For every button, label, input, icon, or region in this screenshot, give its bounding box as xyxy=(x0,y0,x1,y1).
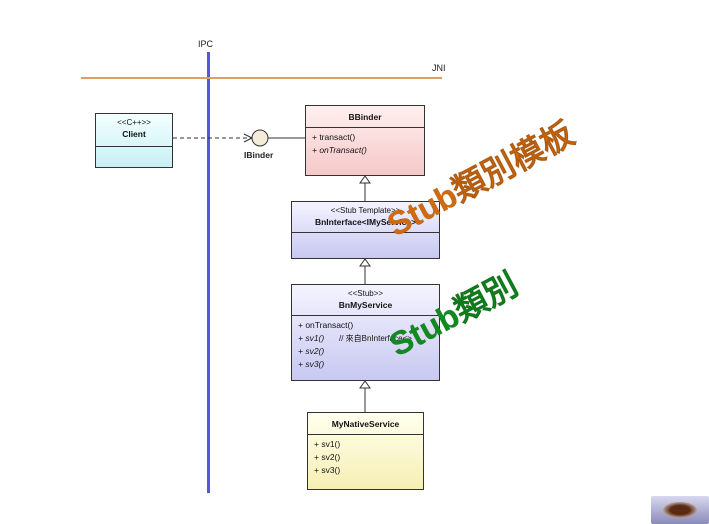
bnmyservice-op: + sv3() xyxy=(298,359,325,369)
generalization-arrow xyxy=(359,380,371,389)
bnmyservice-stereotype: <<Stub>> xyxy=(347,289,384,298)
ipc-label: IPC xyxy=(198,39,214,49)
ibinder-label: IBinder xyxy=(244,150,274,160)
ipc-boundary-line xyxy=(207,52,210,493)
class-client: <<C++>> Client xyxy=(95,113,173,168)
class-bbinder: BBinder + transact() + onTransact() xyxy=(305,105,425,176)
mynative-op: + sv2() xyxy=(314,452,341,462)
mynative-op: + sv3() xyxy=(314,465,341,475)
jni-label: JNI xyxy=(432,63,446,73)
jni-boundary-line xyxy=(81,77,442,79)
bninterface-stereotype: <<Stub Template>> xyxy=(330,206,401,215)
bbinder-op: + onTransact() xyxy=(312,145,367,155)
bbinder-op: + transact() xyxy=(312,132,356,142)
client-name: Client xyxy=(122,129,146,139)
bninterface-name: BnInterface<IMyService> xyxy=(314,217,417,227)
generalization-arrow xyxy=(359,258,371,267)
generalization-arrow xyxy=(359,175,371,184)
client-stereotype: <<C++>> xyxy=(117,118,151,127)
bbinder-name: BBinder xyxy=(348,112,382,122)
mynative-name: MyNativeService xyxy=(331,419,400,429)
coffee-cup-icon xyxy=(651,496,709,524)
class-bnmyservice: <<Stub>> BnMyService + onTransact() + sv… xyxy=(291,284,440,381)
class-mynativeservice: MyNativeService + sv1() + sv2() + sv3() xyxy=(307,412,424,490)
bnmyservice-op: + onTransact() xyxy=(298,320,354,330)
ibinder-interface-icon xyxy=(251,129,269,147)
bnmyservice-op: + sv2() xyxy=(298,346,325,356)
class-bninterface: <<Stub Template>> BnInterface<IMyService… xyxy=(291,201,440,259)
bnmyservice-note: // 來自BnInterface<> xyxy=(339,334,412,343)
bnmyservice-name: BnMyService xyxy=(338,300,393,310)
mynative-op: + sv1() xyxy=(314,439,341,449)
bnmyservice-op: + sv1() xyxy=(298,333,325,343)
